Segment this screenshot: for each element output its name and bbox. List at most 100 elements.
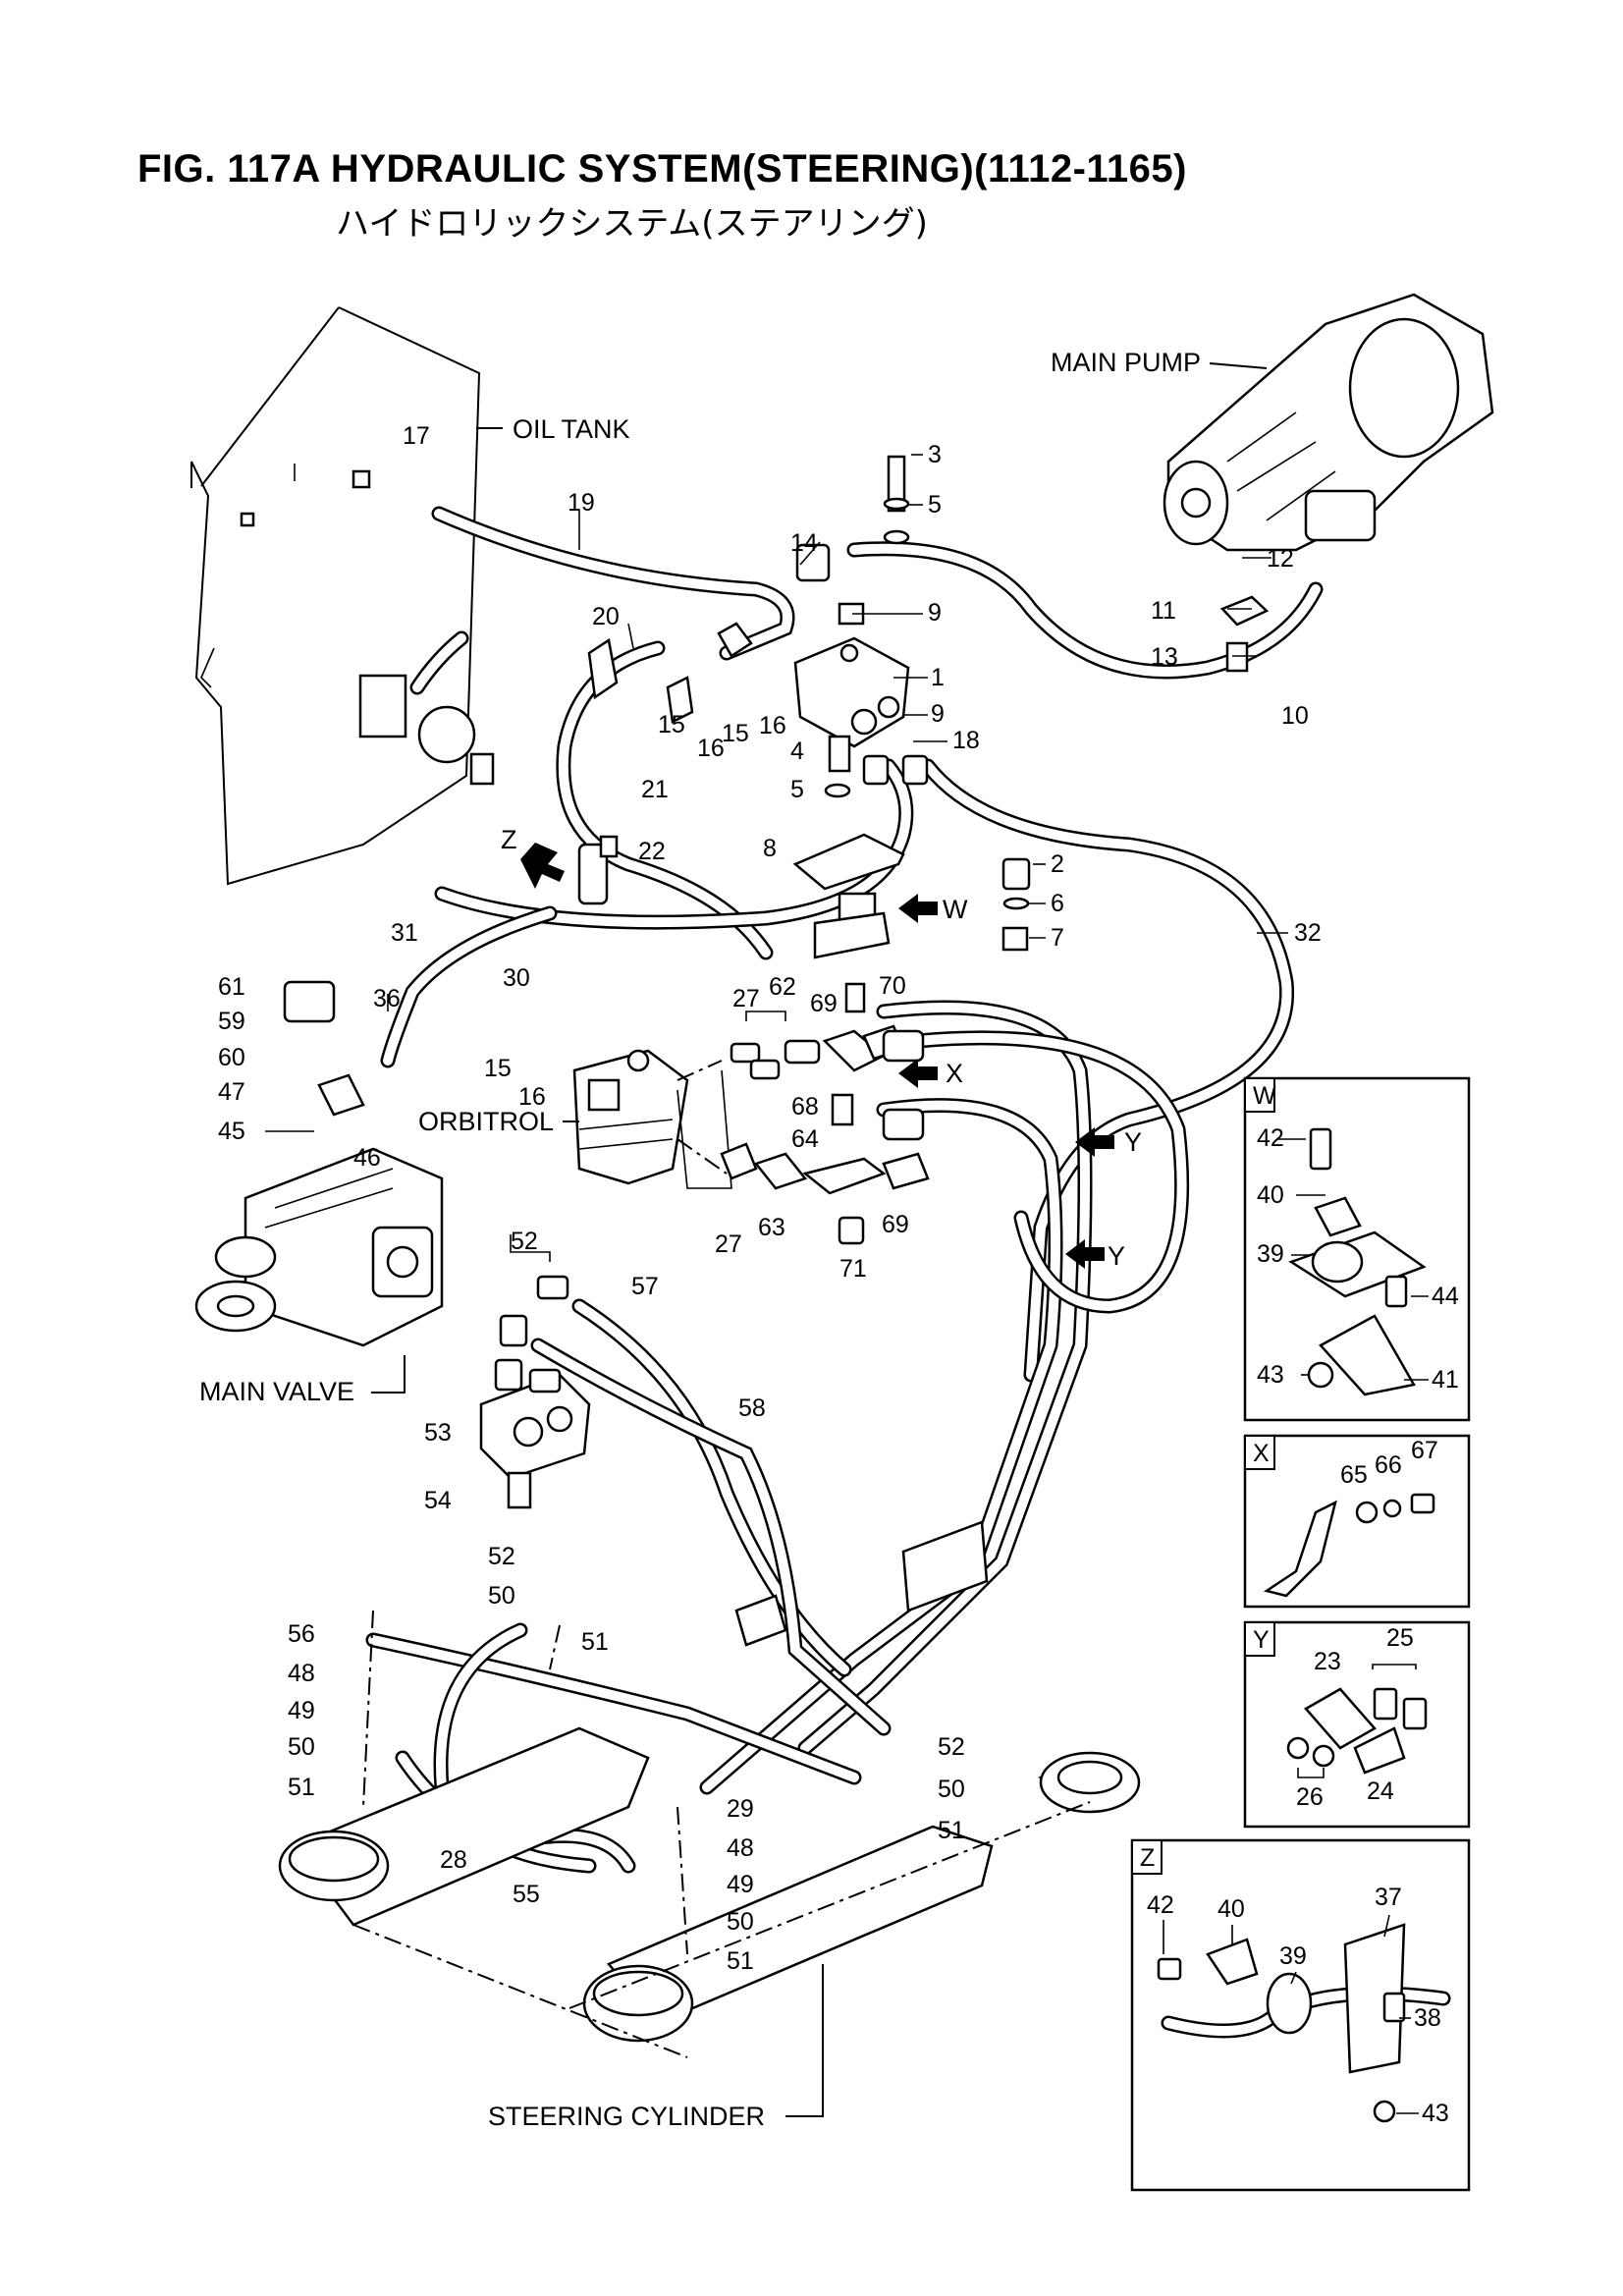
inset-w-tag: W (1253, 1082, 1276, 1110)
callout-50-b: 50 (288, 1733, 315, 1761)
steering-cylinder-drawing (278, 1520, 1141, 2058)
callout-27-lower: 27 (715, 1230, 742, 1258)
inset-w-label-44: 44 (1432, 1283, 1459, 1310)
callout-46: 46 (353, 1144, 381, 1172)
fitting-cluster-upper (720, 982, 930, 1245)
callout-32: 32 (1294, 919, 1322, 947)
inset-y-label-26: 26 (1296, 1783, 1324, 1811)
view-arrows (520, 843, 1114, 1269)
view-marker-y2: Y (1108, 1241, 1125, 1271)
callout-15-a: 15 (658, 711, 685, 738)
view-marker-y1: Y (1124, 1127, 1142, 1157)
callout-15-c: 15 (484, 1055, 512, 1082)
callout-16-b: 16 (759, 712, 786, 739)
inset-z (1130, 1838, 1471, 2192)
callout-36: 36 (373, 985, 401, 1012)
callout-57: 57 (631, 1273, 659, 1300)
callout-20: 20 (592, 603, 620, 630)
callout-69-upper: 69 (810, 990, 838, 1017)
callout-64: 64 (791, 1125, 819, 1153)
callout-2: 2 (1051, 850, 1064, 878)
inset-z-label-42: 42 (1147, 1891, 1174, 1919)
callout-60: 60 (218, 1044, 245, 1071)
callout-50-a: 50 (488, 1582, 515, 1610)
callout-48-b: 48 (727, 1834, 754, 1862)
inset-y-tag: Y (1253, 1626, 1270, 1654)
callout-10: 10 (1281, 702, 1309, 730)
callout-28: 28 (440, 1846, 467, 1874)
inset-z-label-39: 39 (1279, 1942, 1307, 1970)
inset-z-label-40: 40 (1217, 1895, 1245, 1923)
figure-title: FIG. 117A HYDRAULIC SYSTEM(STEERING)(111… (137, 147, 1187, 191)
inset-w (1243, 1076, 1471, 1422)
inset-z-label-37: 37 (1375, 1884, 1402, 1911)
callout-58: 58 (738, 1394, 766, 1422)
callout-61: 61 (218, 973, 245, 1001)
callout-63: 63 (758, 1214, 785, 1241)
callout-leaders (265, 454, 1288, 1262)
callout-16-c: 16 (518, 1083, 546, 1111)
callout-9-lower: 9 (931, 700, 945, 728)
callout-19: 19 (568, 489, 595, 517)
callout-13: 13 (1151, 643, 1178, 671)
callout-30: 30 (503, 964, 530, 992)
view-marker-w: W (943, 895, 968, 924)
callout-51-b: 51 (288, 1774, 315, 1801)
callout-12: 12 (1267, 545, 1294, 573)
callout-7: 7 (1051, 924, 1064, 952)
callout-21: 21 (641, 776, 669, 803)
callout-8: 8 (763, 835, 777, 862)
callout-52-b: 52 (488, 1543, 515, 1570)
callout-68: 68 (791, 1093, 819, 1121)
callout-51-d: 51 (727, 1947, 754, 1975)
callout-53: 53 (424, 1419, 452, 1447)
inset-z-label-38: 38 (1414, 2004, 1441, 2032)
view-marker-x: X (946, 1059, 963, 1088)
inset-w-label-41: 41 (1432, 1366, 1459, 1394)
main-pump-label: MAIN PUMP (1051, 348, 1201, 377)
callout-52-a: 52 (511, 1228, 538, 1255)
callout-59: 59 (218, 1008, 245, 1035)
callout-6: 6 (1051, 890, 1064, 917)
callout-50-c: 50 (938, 1776, 965, 1803)
inset-x-tag: X (1253, 1440, 1270, 1467)
callout-22: 22 (638, 838, 666, 865)
main-pump-drawing (1163, 293, 1494, 552)
callout-52-c: 52 (938, 1733, 965, 1761)
callout-51-c: 51 (938, 1817, 965, 1844)
inset-y (1243, 1620, 1471, 1829)
inset-x-label-67: 67 (1411, 1437, 1438, 1464)
callout-70: 70 (879, 972, 906, 1000)
orbitrol-label: ORBITROL (418, 1107, 554, 1136)
callout-9-upper: 9 (928, 599, 942, 627)
steering-valve-block (577, 455, 1270, 959)
oil-tank-label: OIL TANK (513, 414, 630, 444)
callout-45: 45 (218, 1118, 245, 1145)
callout-1: 1 (931, 664, 945, 691)
inset-w-label-39: 39 (1257, 1240, 1284, 1268)
callout-4: 4 (790, 738, 804, 765)
callout-54: 54 (424, 1487, 452, 1514)
view-marker-z: Z (501, 825, 517, 854)
distributor-block (479, 1275, 591, 1509)
callout-49-a: 49 (288, 1697, 315, 1724)
callout-16-a: 16 (697, 735, 725, 762)
callout-69-lower: 69 (882, 1211, 909, 1238)
callout-5-lower: 5 (790, 776, 804, 803)
callout-17: 17 (403, 422, 430, 450)
callout-49-b: 49 (727, 1871, 754, 1898)
inset-y-label-23: 23 (1314, 1648, 1341, 1675)
inset-z-label-43: 43 (1422, 2100, 1449, 2127)
main-valve-label: MAIN VALVE (199, 1377, 354, 1406)
callout-15-b: 15 (722, 720, 749, 747)
inset-x-label-66: 66 (1375, 1451, 1402, 1479)
callout-14: 14 (790, 529, 818, 557)
steering-cylinder-label: STEERING CYLINDER (488, 2102, 765, 2131)
callout-71: 71 (839, 1255, 867, 1283)
inset-x-label-65: 65 (1340, 1461, 1368, 1489)
figure-subtitle: ハイドロリックシステム(ステアリング) (336, 204, 928, 244)
inset-y-label-25: 25 (1386, 1624, 1414, 1652)
inset-z-tag: Z (1140, 1844, 1155, 1872)
callout-18: 18 (952, 727, 980, 754)
